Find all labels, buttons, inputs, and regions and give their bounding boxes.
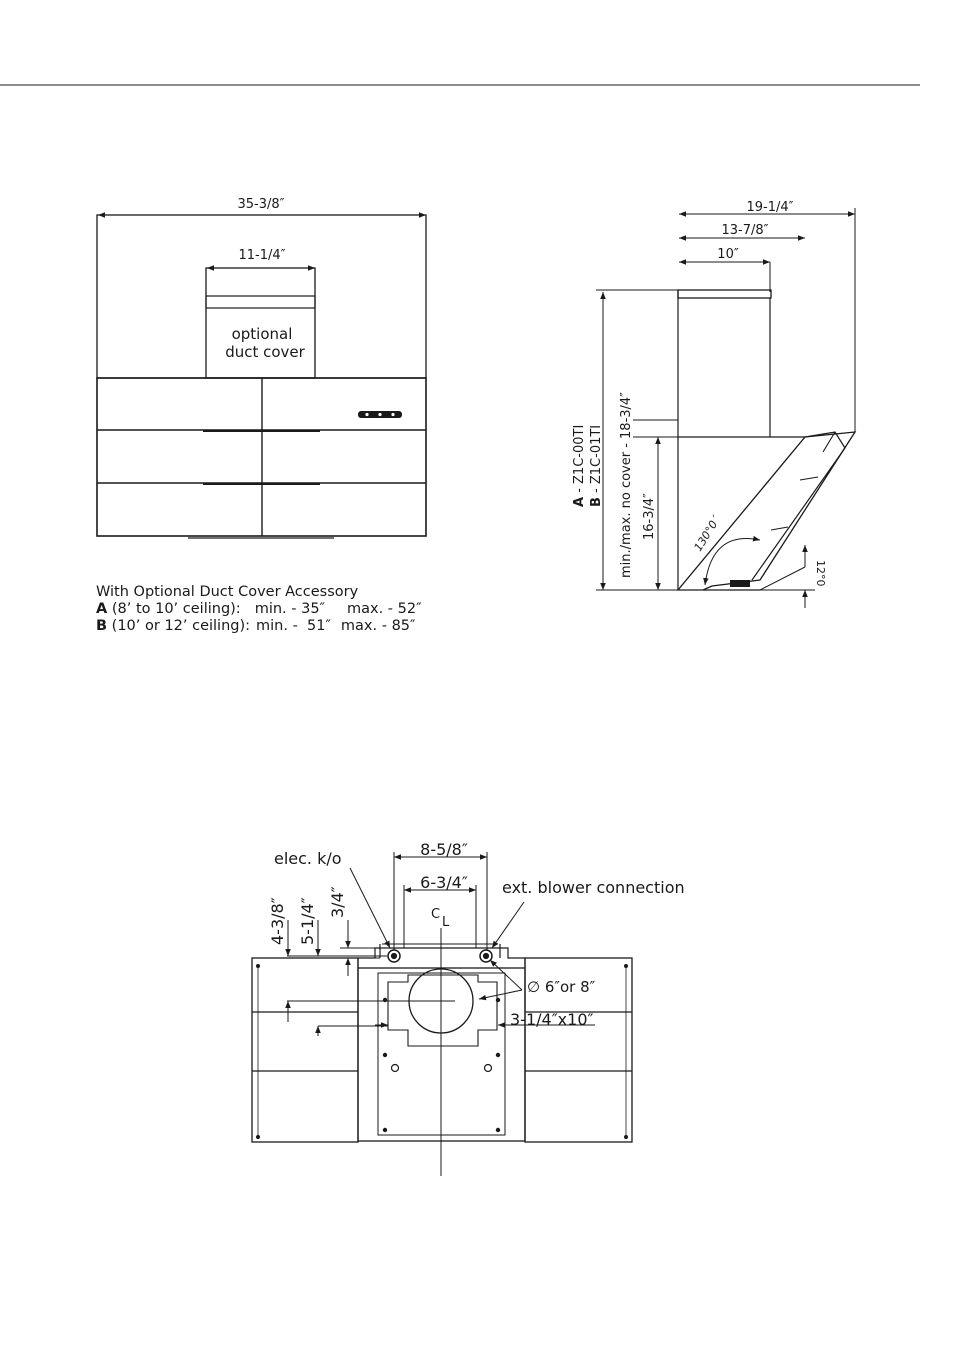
- notes-row-b: B (10’ or 12’ ceiling): min. - 51″ max. - …: [96, 618, 422, 635]
- front-width-label: 35-3/8″: [237, 197, 284, 212]
- notes-row-b-letter: B: [96, 618, 108, 634]
- dim-4-3-8-label: 4-3/8″: [268, 897, 287, 945]
- angle-open-label: 130°0´: [692, 513, 724, 553]
- centerline-c-label: C: [431, 907, 440, 922]
- notes-row-a: A (8’ to 10’ ceiling): min. - 35″ max. - 5…: [96, 601, 422, 618]
- duct-round-label: ∅ 6″or 8″: [527, 978, 596, 996]
- svg-text:A - Z1C-00TI: A - Z1C-00TI: [572, 425, 587, 507]
- model-a-label: - Z1C-00TI: [572, 425, 587, 497]
- model-a-letter: A: [572, 497, 587, 507]
- top-view: [251, 852, 633, 1176]
- front-view: [96, 212, 427, 539]
- height-body-label: 16-3/4″: [642, 493, 657, 540]
- blower-connection-icon: [479, 949, 493, 963]
- model-b-letter: B: [589, 497, 604, 507]
- duct-cover-band: [205, 295, 316, 309]
- angle-open-arc: [703, 535, 761, 586]
- sloped-canopy: [676, 431, 857, 591]
- side-view: [596, 208, 857, 608]
- centerline-l-label: L: [442, 915, 450, 930]
- model-labels: A - Z1C-00TI: [572, 425, 587, 507]
- control-panel-icon: [358, 411, 402, 418]
- dim-3-4-label: 3/4″: [328, 886, 347, 918]
- chimney-top-band: [677, 289, 772, 299]
- duct-cover-label-1: optional: [232, 325, 293, 343]
- duct-round-leader: [478, 989, 523, 1001]
- depth-outer-label: 19-1/4″: [746, 200, 793, 215]
- notes-row-b-ceiling: (10’ or 12’ ceiling):: [107, 618, 251, 634]
- depth-mid-label: 13-7/8″: [721, 223, 768, 238]
- angle-tilt-label: 12°0: [814, 560, 827, 587]
- blower-connection-label: ext. blower connection: [502, 878, 685, 897]
- dim-5-1-4-label: 5-1/4″: [298, 897, 317, 945]
- model-b-label: - Z1C-01TI: [589, 425, 604, 497]
- duct-cover-notes: With Optional Duct Cover Accessory A (8’…: [96, 584, 422, 635]
- elec-ko-label: elec. k/o: [274, 849, 342, 868]
- side-bottom-panel: [730, 580, 750, 587]
- notes-heading: With Optional Duct Cover Accessory: [96, 584, 359, 600]
- notes-row-a-ceiling: (8’ to 10’ ceiling):: [107, 601, 241, 617]
- dim-8-5-8-label: 8-5/8″: [420, 840, 468, 859]
- duct-cover-label-2: duct cover: [225, 343, 305, 361]
- elec-ko-leader: [349, 867, 391, 949]
- svg-text:B - Z1C-01TI: B - Z1C-01TI: [589, 425, 604, 507]
- notes-row-a-max: max. - 52″: [346, 601, 422, 617]
- height-no-cover-label: min./max. no cover - 18-3/4″: [619, 392, 634, 578]
- hood-left-panel: [251, 957, 359, 1143]
- notes-row-b-max: max. - 85″: [340, 618, 416, 634]
- depth-inner-label: 10″: [717, 247, 739, 262]
- dim-6-3-4-label: 6-3/4″: [420, 873, 468, 892]
- blower-leader: [491, 901, 525, 949]
- notes-row-b-min: min. - 51″: [256, 618, 331, 634]
- duct-width-label: 11-1/4″: [238, 248, 285, 263]
- duct-cover: [205, 267, 316, 379]
- duct-rect-label: 3-1/4″x10″: [510, 1010, 594, 1029]
- notes-row-a-min: min. - 35″: [254, 601, 325, 617]
- notes-row-a-letter: A: [96, 601, 108, 617]
